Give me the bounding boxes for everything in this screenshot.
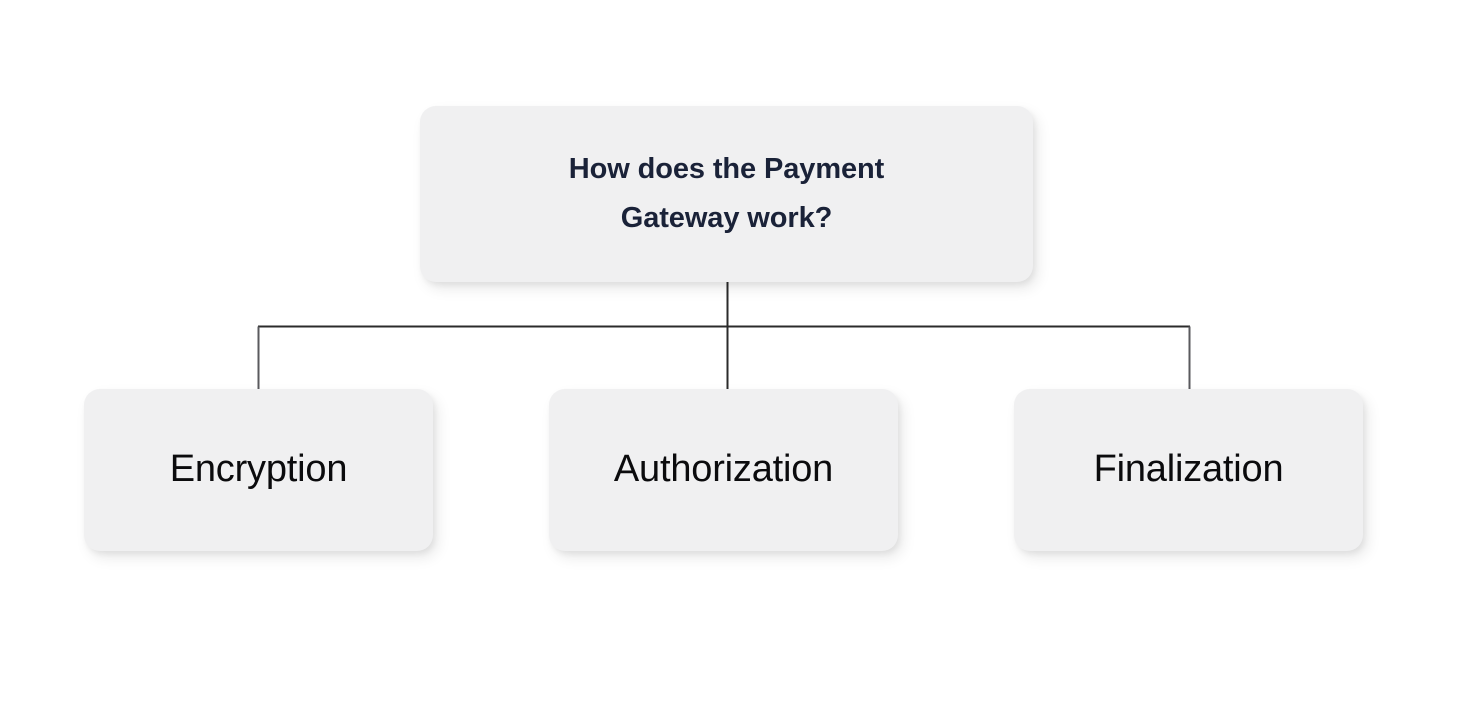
node-root-label: How does the Payment Gateway work? (568, 153, 885, 234)
node-child-encryption[interactable]: Encryption (84, 389, 433, 551)
node-child-authorization[interactable]: Authorization (549, 389, 898, 551)
node-child-label: Encryption (169, 448, 348, 491)
node-child-finalization[interactable]: Finalization (1014, 389, 1363, 551)
node-child-label: Authorization (613, 448, 834, 491)
node-child-label: Finalization (1093, 448, 1284, 491)
node-root-question[interactable]: How does the Payment Gateway work? (420, 106, 1033, 282)
